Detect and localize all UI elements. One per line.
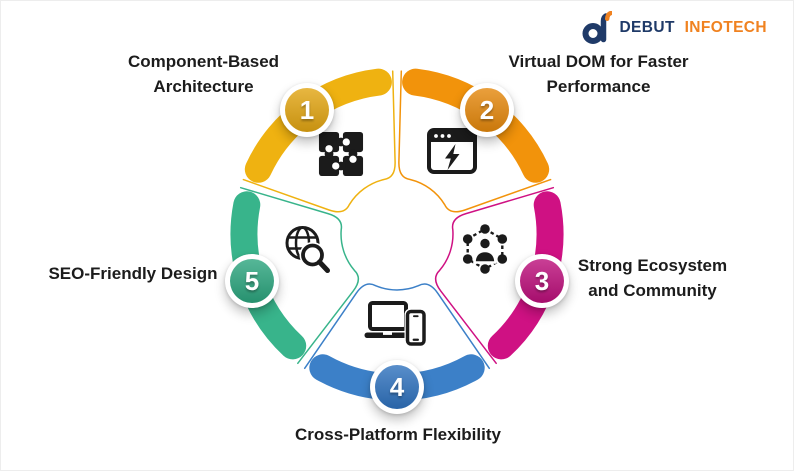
devices-icon	[364, 301, 427, 348]
segment-5-icon-wrap	[281, 223, 333, 277]
debut-infotech-logo-icon	[582, 11, 613, 44]
badge-2: 2	[460, 83, 514, 137]
brand-word-debut: DEBUT	[619, 19, 675, 36]
badge-3: 3	[515, 254, 569, 308]
seo-search-globe-icon	[285, 226, 330, 273]
badge-1-number: 1	[285, 88, 329, 132]
badge-5: 5	[225, 254, 279, 308]
puzzle-icon	[318, 131, 364, 177]
petal-outline-1	[242, 70, 396, 213]
segment-4-icon-wrap	[363, 300, 427, 348]
segment-1-icon-wrap	[318, 131, 364, 177]
badge-1: 1	[280, 83, 334, 137]
brand-name: DEBUT INFOTECH	[619, 19, 767, 37]
segment-label-1: Component-Based Architecture	[127, 52, 280, 96]
badge-2-number: 2	[465, 88, 509, 132]
petal-outline-5	[239, 186, 360, 365]
brand-word-infotech: INFOTECH	[684, 19, 767, 36]
segment-label-2: Virtual DOM for Faster Performance	[508, 52, 689, 96]
badge-4: 4	[370, 360, 424, 414]
browser-lightning-icon	[427, 128, 477, 174]
petal-outline-2	[398, 70, 552, 213]
petal-outline-4	[303, 283, 491, 370]
badge-3-number: 3	[520, 259, 564, 303]
community-network-icon	[462, 224, 508, 274]
segment-label-5: SEO-Friendly Design	[48, 264, 218, 283]
badge-4-number: 4	[375, 365, 419, 409]
segment-2-icon-wrap	[427, 128, 477, 174]
badge-5-number: 5	[230, 259, 274, 303]
segment-label-3: Strong Ecosystem and Community	[577, 256, 728, 300]
brand-logo: DEBUT INFOTECH	[582, 11, 767, 45]
segment-label-4: Cross-Platform Flexibility	[295, 425, 501, 444]
petal-outline-3	[434, 186, 555, 365]
segment-3-icon-wrap	[458, 223, 512, 277]
